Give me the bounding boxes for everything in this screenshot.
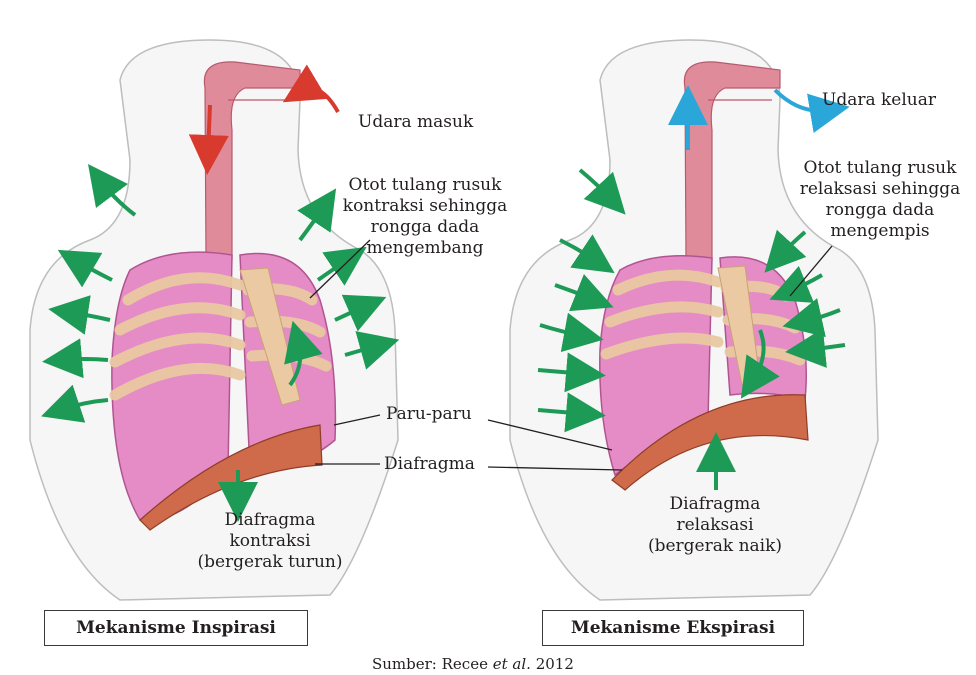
label-diaphragm: Diafragma (384, 454, 475, 475)
diaphragm-exp-line1: Diafragma (635, 494, 795, 515)
label-air-out: Udara keluar (822, 90, 936, 111)
muscle-exp-line3: rongga dada (786, 200, 974, 221)
muscle-insp-line3: rongga dada (330, 217, 520, 238)
source-caption: Sumber: Recee et al. 2012 (372, 655, 574, 673)
diaphragm-insp-line2: kontraksi (190, 531, 350, 552)
title-expiration: Mekanisme Ekspirasi (542, 610, 804, 646)
label-muscle-inspiration: Otot tulang rusuk kontraksi sehingga ron… (330, 175, 520, 259)
label-muscle-expiration: Otot tulang rusuk relaksasi sehingga ron… (786, 158, 974, 242)
source-etal: et al. (493, 655, 531, 673)
source-prefix: Sumber: Recee (372, 655, 493, 673)
diaphragm-insp-line1: Diafragma (190, 510, 350, 531)
label-diaphragm-expiration: Diafragma relaksasi (bergerak naik) (635, 494, 795, 557)
diaphragm-exp-line2: relaksasi (635, 515, 795, 536)
muscle-exp-line2: relaksasi sehingga (786, 179, 974, 200)
label-diaphragm-inspiration: Diafragma kontraksi (bergerak turun) (190, 510, 350, 573)
label-lungs: Paru-paru (386, 404, 472, 425)
source-year: 2012 (531, 655, 574, 673)
muscle-insp-line1: Otot tulang rusuk (330, 175, 520, 196)
muscle-exp-line4: mengempis (786, 221, 974, 242)
diaphragm-exp-line3: (bergerak naik) (635, 536, 795, 557)
title-inspiration: Mekanisme Inspirasi (44, 610, 308, 646)
muscle-insp-line2: kontraksi sehingga (330, 196, 520, 217)
diaphragm-insp-line3: (bergerak turun) (190, 552, 350, 573)
muscle-exp-line1: Otot tulang rusuk (786, 158, 974, 179)
muscle-insp-line4: mengembang (330, 238, 520, 259)
label-air-in: Udara masuk (358, 112, 473, 133)
